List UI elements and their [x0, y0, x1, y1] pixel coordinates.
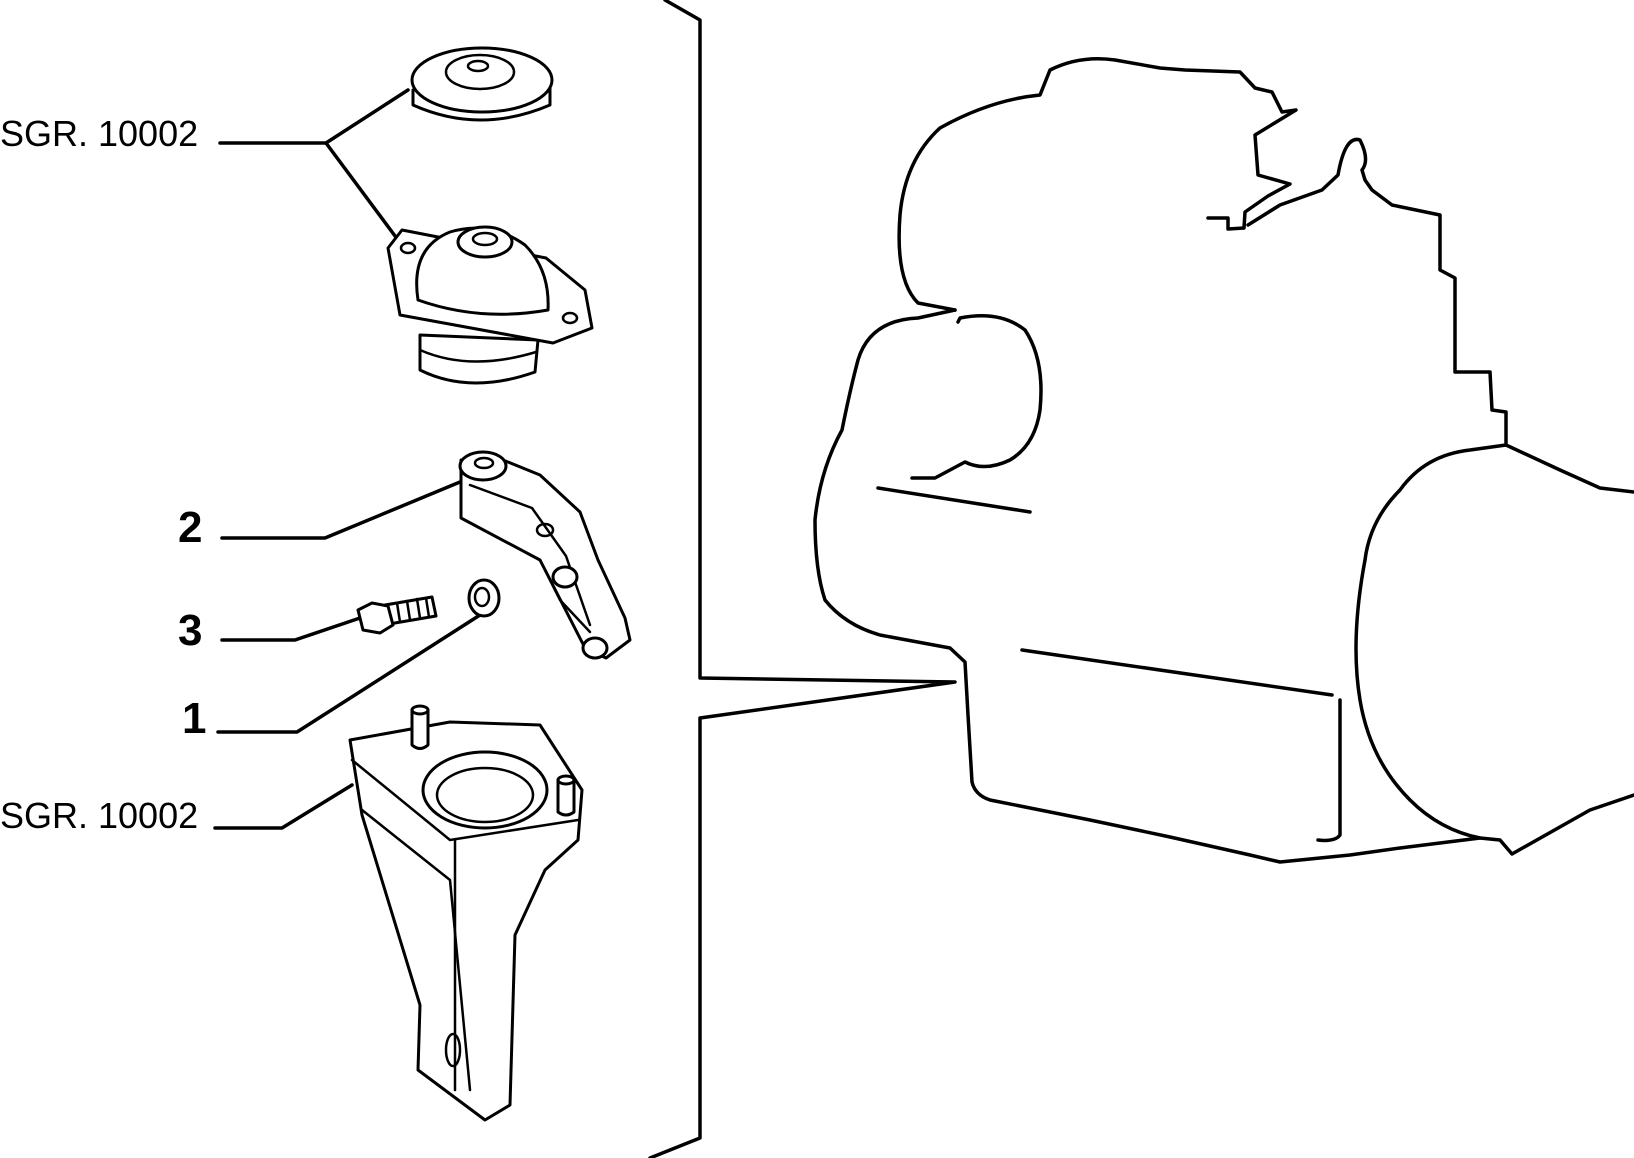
leader-ref-top — [218, 88, 410, 145]
rubber-bushing-top — [410, 46, 554, 122]
callout-bracket-line — [648, 0, 957, 1158]
part-number-2: 2 — [178, 503, 202, 552]
ref-label-top: SGR. 10002 — [0, 113, 198, 154]
bolt-part-3 — [356, 595, 438, 635]
leader-ref-bottom — [213, 783, 354, 830]
part-number-1: 1 — [182, 694, 206, 743]
support-bracket-part-2 — [458, 450, 632, 660]
leader-part-2 — [220, 480, 462, 540]
engine-mount-rubber — [386, 225, 594, 385]
washer-part-1 — [467, 578, 501, 618]
leader-part-1 — [216, 613, 482, 734]
ref-label-bottom: SGR. 10002 — [0, 795, 198, 836]
mounting-bracket-bottom — [348, 704, 584, 1122]
leader-ref-top-branch — [324, 141, 400, 242]
engine-gearbox-outline — [813, 57, 1634, 864]
part-number-3: 3 — [178, 606, 202, 655]
leader-part-3 — [220, 616, 362, 642]
